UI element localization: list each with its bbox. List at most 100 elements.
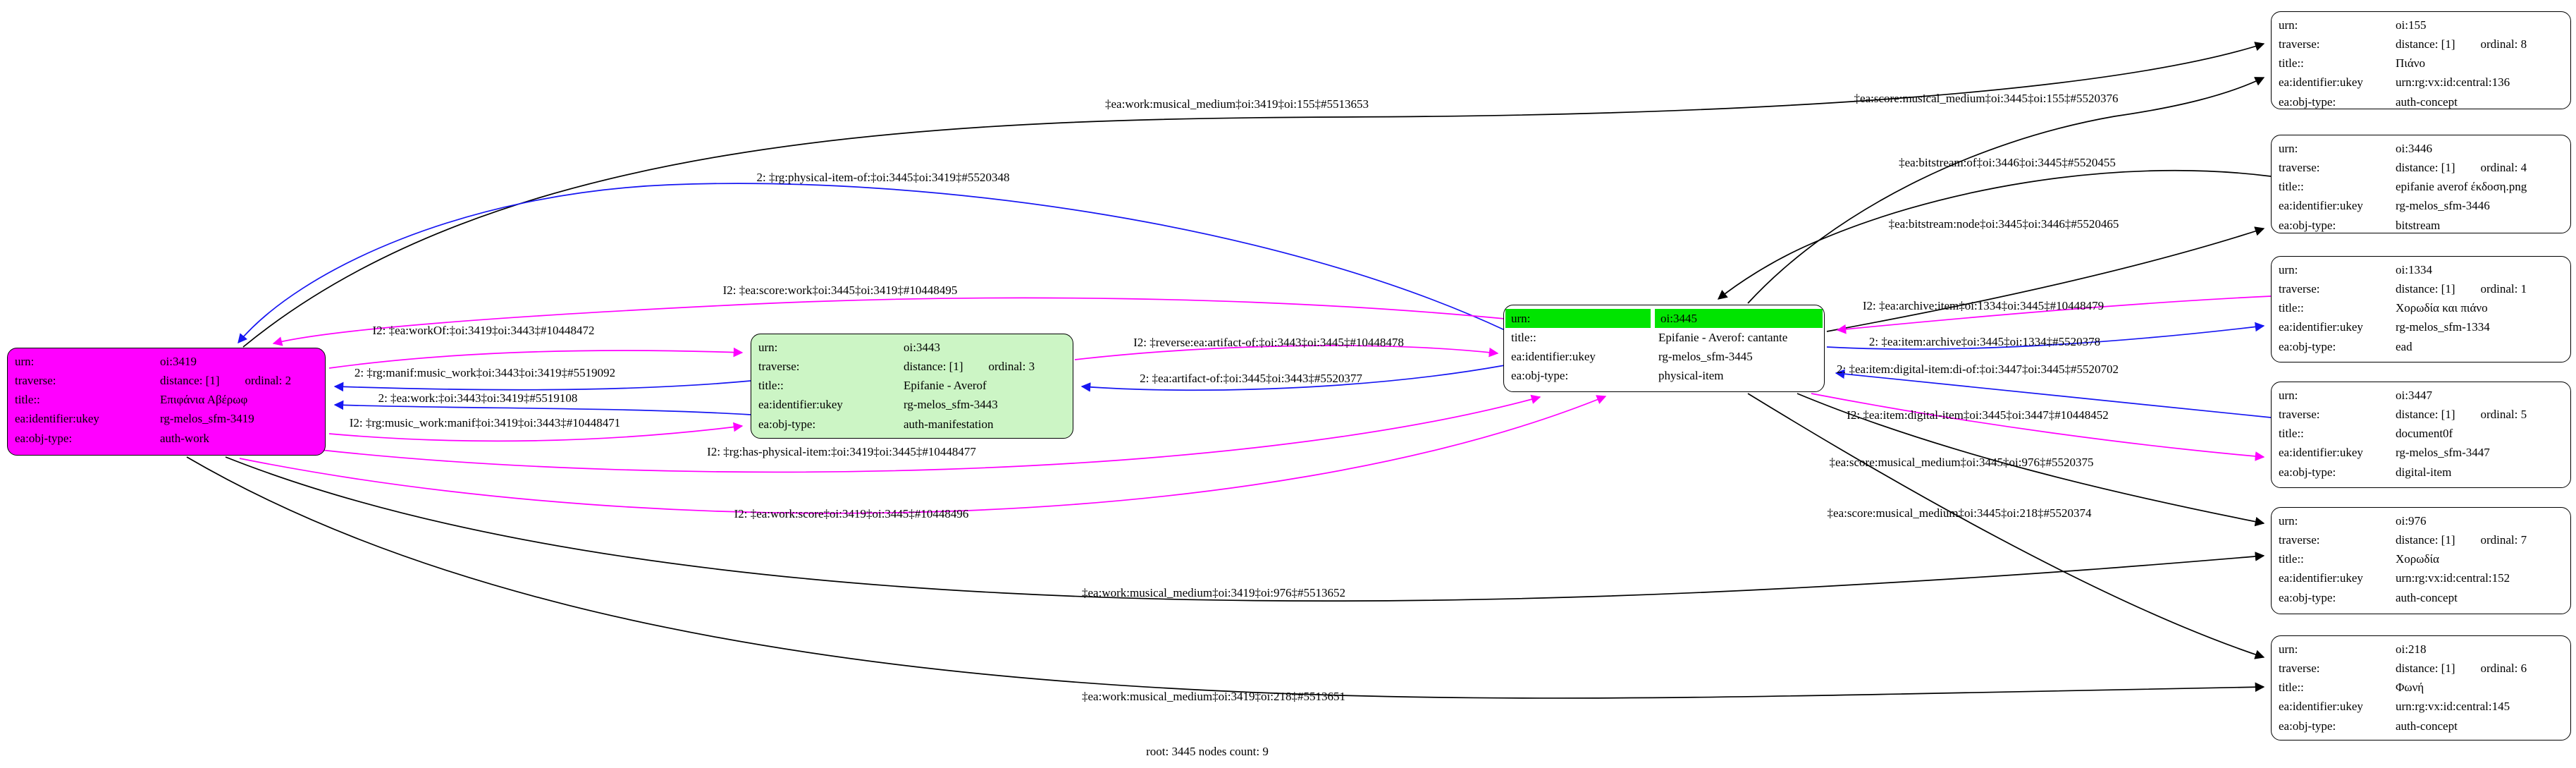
field-key: ea:obj-type:	[2279, 218, 2336, 232]
edge-label: I2: ‡rg:has-physical-item:‡oi:3419‡oi:34…	[707, 445, 976, 458]
field-value: Χορωδία και πιάνο	[2396, 301, 2488, 315]
field-value: rg-melos_sfm-3446	[2396, 199, 2490, 213]
field-key: title::	[758, 379, 784, 393]
field-value: oi:1334	[2396, 263, 2432, 276]
node-oi-1334[interactable]: urn: oi:1334 traverse:distance: [1]ordinal…	[2271, 256, 2571, 362]
field-value: oi:976	[2396, 514, 2427, 528]
edge-label: ‡ea:score:musical_medium‡oi:3445‡oi:218‡…	[1827, 506, 2092, 520]
node-row: ea:obj-type:auth-concept	[2273, 92, 2569, 109]
edge-label: ‡ea:score:musical_medium‡oi:3445‡oi:155‡…	[1854, 92, 2119, 105]
node-row: traverse:distance: [1]ordinal: 1	[2273, 279, 2569, 298]
field-value-2: ordinal: 7	[2480, 533, 2527, 547]
field-key: urn:	[2279, 263, 2298, 276]
field-value: oi:3445	[1653, 309, 1823, 329]
edge-label: ‡ea:work:musical_medium‡oi:3419‡oi:976‡#…	[1082, 586, 1345, 599]
edge-path	[1826, 226, 2265, 332]
field-value: bitstream	[2396, 218, 2441, 232]
field-key: ea:identifier:ukey	[2279, 571, 2363, 585]
edge-path	[333, 400, 751, 415]
field-value: urn:rg:vx:id:central:145	[2396, 700, 2510, 714]
field-key: urn:	[2279, 142, 2298, 155]
field-value: auth-concept	[2396, 590, 2458, 604]
node-row: urn:oi:3419	[9, 352, 323, 371]
edge-label: ‡ea:bitstream:of‡oi:3446‡oi:3445‡#552045…	[1899, 156, 2116, 169]
field-key: ea:obj-type:	[15, 431, 73, 445]
node-row: ea:identifier:ukey urn:rg:vx:id:central:1…	[2273, 568, 2569, 587]
edge-label: I2: ‡ea:score:work‡oi:3445‡oi:3419‡#1044…	[722, 284, 958, 297]
node-row: ea:obj-type:auth-work	[9, 429, 323, 448]
field-value-2: ordinal: 1	[2480, 282, 2527, 296]
field-value: distance: [1]ordinal: 2	[160, 374, 292, 388]
edge-label: I2: ‡ea:work:score‡oi:3419‡oi:3445‡#1044…	[734, 507, 969, 520]
field-key: ea:obj-type:	[2279, 95, 2336, 109]
node-row: ea:obj-type: auth-concept	[2273, 588, 2569, 607]
node-row: ea:obj-type:auth-concept	[2273, 717, 2569, 736]
node-row: ea:obj-type:physical-item	[1505, 366, 1823, 385]
node-row: ea:obj-type:auth-manifestation	[753, 415, 1071, 434]
field-key: traverse:	[2279, 408, 2320, 422]
node-row: urn: oi:1334	[2273, 260, 2569, 279]
field-value: distance: [1]ordinal: 7	[2396, 533, 2527, 547]
graph-footer-label: root: 3445 nodes count: 9	[1146, 745, 1269, 758]
edge-label: I2: ‡ea:archive:item‡oi:1334‡oi:3445‡#10…	[1862, 299, 2104, 312]
node-row: ea:obj-type: bitstream	[2273, 216, 2569, 233]
node-row: title::Επιφάνια Αβέρωφ	[9, 390, 323, 409]
field-key: ea:identifier:ukey	[2279, 75, 2363, 90]
node-row: urn:oi:976	[2273, 511, 2569, 530]
edge-path	[328, 422, 744, 442]
node-row: urn:oi:3445	[1505, 309, 1823, 329]
field-value: ead	[2396, 339, 2412, 353]
field-key: urn:	[1505, 309, 1655, 329]
field-value: oi:3446	[2396, 142, 2432, 155]
node-row: urn:oi:3447	[2273, 386, 2569, 405]
field-key: title::	[2279, 427, 2304, 441]
field-value: urn:rg:vx:id:central:152	[2396, 571, 2510, 585]
node-row: title::Πιάνο	[2273, 54, 2569, 73]
field-key: traverse:	[758, 360, 800, 374]
field-value-2: ordinal: 3	[988, 360, 1035, 374]
edge-path	[225, 456, 2265, 602]
field-key: ea:identifier:ukey	[758, 398, 843, 412]
edge-label: 2: ‡ea:artifact-of:‡oi:3445‡oi:3443‡#552…	[1140, 372, 1362, 385]
field-key: title::	[2279, 180, 2304, 194]
field-value: distance: [1]ordinal: 1	[2396, 282, 2527, 296]
node-oi-3446[interactable]: urn: oi:3446 traverse:distance: [1]ordinal…	[2271, 135, 2571, 233]
edge-path	[1747, 393, 2265, 659]
field-key: title::	[15, 393, 40, 407]
edge-path	[1717, 169, 2272, 300]
node-row: ea:obj-type:digital-item	[2273, 463, 2569, 482]
field-value: digital-item	[2396, 465, 2452, 479]
field-key: traverse:	[2279, 161, 2320, 175]
field-key: ea:obj-type:	[2279, 590, 2336, 604]
field-value: oi:3419	[160, 355, 197, 368]
field-value-2: ordinal: 8	[2480, 37, 2527, 51]
edge-path	[328, 347, 744, 369]
field-value: oi:155	[2396, 18, 2427, 32]
node-row: title::document0f	[2273, 424, 2569, 443]
field-value: distance: [1]ordinal: 3	[904, 360, 1035, 374]
field-value: oi:3447	[2396, 389, 2432, 402]
field-key: ea:identifier:ukey	[2279, 199, 2363, 213]
edge-path	[1836, 295, 2272, 334]
node-row: traverse:distance: [1]ordinal: 4	[2273, 158, 2569, 177]
field-value-2: ordinal: 4	[2480, 161, 2527, 175]
node-row: ea:identifier:ukey rg-melos_sfm-3446	[2273, 196, 2569, 215]
node-row: urn: oi:3446	[2273, 139, 2569, 158]
field-key: traverse:	[2279, 37, 2320, 51]
field-value: rg-melos_sfm-3447	[2396, 446, 2490, 460]
edge-path	[1747, 77, 2265, 304]
node-row: traverse:distance: [1]ordinal: 6	[2273, 659, 2569, 678]
field-value-2: ordinal: 6	[2480, 662, 2527, 676]
field-value: Epifanie - Averof	[904, 379, 987, 393]
node-row: title::Epifanie - Averof	[753, 376, 1071, 395]
